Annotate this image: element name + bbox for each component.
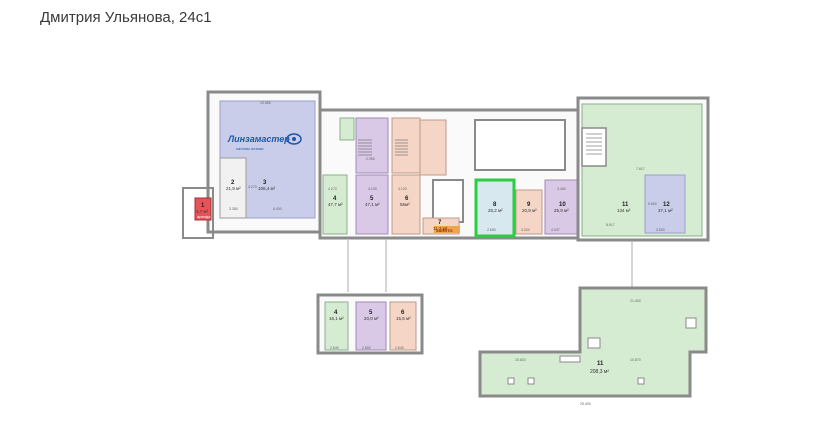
dim-bw5: 2.650 bbox=[362, 346, 371, 350]
optics-logo: Линзамастер салоны оптики bbox=[227, 133, 302, 151]
room-area-7: 11,3 м² bbox=[433, 226, 448, 231]
basement-room-number-4: 4 bbox=[334, 310, 338, 316]
dim-r4v: 4.270 bbox=[328, 187, 337, 191]
column bbox=[587, 337, 601, 349]
basement-room-area-6: 15,5 м² bbox=[396, 316, 411, 321]
room-1-label-badge: аренда bbox=[197, 214, 211, 219]
room-area-4: 47,7 м² bbox=[328, 202, 343, 207]
dim-lbot: 25.400 bbox=[580, 402, 591, 406]
room-1[interactable] bbox=[194, 197, 212, 221]
dim-r3w: 6.400 bbox=[273, 207, 282, 211]
room-number-5: 5 bbox=[370, 196, 374, 202]
dim-lv: 10.870 bbox=[630, 358, 641, 362]
room-number-4: 4 bbox=[333, 196, 337, 202]
dim-r10w: 4.037 bbox=[551, 228, 560, 232]
column bbox=[507, 377, 515, 385]
column bbox=[685, 317, 697, 329]
room-5[interactable] bbox=[355, 174, 389, 235]
room-area-5: 47,1 м² bbox=[365, 202, 380, 207]
lower-hall-number: 11 bbox=[597, 361, 604, 367]
room-number-8: 8 bbox=[493, 202, 497, 208]
room-area-9: 20,9 м² bbox=[522, 208, 537, 213]
room-area-6: 56м² bbox=[400, 202, 410, 207]
room-area-3: 106,4 м² bbox=[258, 186, 276, 191]
room-7-occupied-label: ЗАНЯТО bbox=[436, 228, 453, 233]
dim-r2h: 4.270 bbox=[248, 185, 257, 189]
entrance-outline bbox=[182, 187, 214, 239]
optics-brand: Линзамастер bbox=[227, 134, 290, 144]
room-10[interactable] bbox=[544, 179, 578, 235]
dim-top3: 10.085 bbox=[260, 101, 271, 105]
courtyard-right bbox=[474, 119, 566, 171]
dim-r10v: 3.460 bbox=[557, 187, 566, 191]
dim-r5v: 4.190 bbox=[368, 187, 377, 191]
main-floor bbox=[182, 90, 710, 242]
dim-bw4: 2.640 bbox=[330, 346, 339, 350]
dim-bw6: 2.640 bbox=[395, 346, 404, 350]
room-9[interactable] bbox=[515, 189, 543, 235]
room-area-11: 134 м² bbox=[617, 208, 631, 213]
room-4[interactable] bbox=[322, 174, 348, 235]
optics-tagline: салоны оптики bbox=[236, 146, 263, 151]
basement-right: 11 208,3 м² 21.400 10.870 15.600 25.400 bbox=[478, 286, 708, 406]
eye-pupil-icon bbox=[292, 137, 296, 141]
eye-icon bbox=[286, 133, 302, 145]
room-number-6: 6 bbox=[405, 196, 409, 202]
basement-room-4[interactable] bbox=[324, 301, 349, 351]
dim-lw2: 15.600 bbox=[515, 358, 526, 362]
room-area-12: 37,1 м² bbox=[658, 208, 673, 213]
room-2[interactable] bbox=[219, 157, 247, 219]
column bbox=[637, 377, 645, 385]
basement-room-area-5: 20,0 м² bbox=[364, 316, 379, 321]
room-4-annex bbox=[339, 117, 355, 141]
dim-r11v: 7.617 bbox=[636, 167, 645, 171]
basement-room-5[interactable] bbox=[355, 301, 387, 351]
room-5-annex bbox=[355, 117, 389, 174]
dim-r2w: 3.380 bbox=[229, 207, 238, 211]
room-number-1: 1 bbox=[201, 203, 205, 209]
room-area-1: 3,7 м² bbox=[196, 209, 209, 214]
lower-hall-area: 208,3 м² bbox=[590, 369, 609, 375]
room-number-10: 10 bbox=[559, 202, 566, 208]
dimension-labels: 10.085 3.380 6.400 4.270 4.270 4.190 3.1… bbox=[229, 101, 665, 350]
dim-r11w: 8.917 bbox=[606, 223, 615, 227]
basement-room-6[interactable] bbox=[389, 301, 417, 351]
column bbox=[559, 355, 581, 363]
room-12[interactable] bbox=[644, 174, 686, 234]
room-number-3: 3 bbox=[263, 180, 267, 186]
room-6-annex bbox=[391, 117, 421, 174]
dim-r12v: 5.650 bbox=[648, 202, 657, 206]
dim-r8w: 2.650 bbox=[487, 228, 496, 232]
room-6-annex-2 bbox=[419, 119, 447, 176]
room-6[interactable] bbox=[391, 174, 421, 235]
basement-left bbox=[316, 293, 424, 355]
connector-lines bbox=[347, 240, 633, 292]
dim-r5a: 2.950 bbox=[366, 157, 375, 161]
page-title: Дмитрия Ульянова, 24с1 bbox=[40, 9, 212, 26]
basement-labels: 416,1 м² 520,0 м² 615,5 м² bbox=[329, 310, 411, 321]
stairs-hatching bbox=[358, 133, 602, 156]
room-area-8: 25,2 м² bbox=[488, 208, 503, 213]
room-area-2: 21,9 м² bbox=[226, 186, 241, 191]
room-8[interactable] bbox=[474, 178, 516, 238]
room-number-9: 9 bbox=[527, 202, 531, 208]
basement-room-number-5: 5 bbox=[369, 310, 373, 316]
dim-lw: 21.400 bbox=[630, 299, 641, 303]
room-number-7: 7 bbox=[438, 220, 442, 226]
dim-r12w: 3.500 bbox=[656, 228, 665, 232]
column bbox=[527, 377, 535, 385]
basement-room-number-6: 6 bbox=[401, 310, 405, 316]
room-7-occupied-badge bbox=[434, 226, 460, 233]
stair-block bbox=[581, 127, 607, 167]
room-number-2: 2 bbox=[231, 180, 235, 186]
courtyard-left bbox=[432, 179, 464, 223]
basement-room-area-4: 16,1 м² bbox=[329, 316, 344, 321]
room-number-11: 11 bbox=[622, 202, 629, 208]
dim-r6v: 3.120 bbox=[398, 187, 407, 191]
dim-r9w: 3.020 bbox=[521, 228, 530, 232]
room-area-10: 25,9 м² bbox=[554, 208, 569, 213]
room-number-12: 12 bbox=[663, 202, 670, 208]
